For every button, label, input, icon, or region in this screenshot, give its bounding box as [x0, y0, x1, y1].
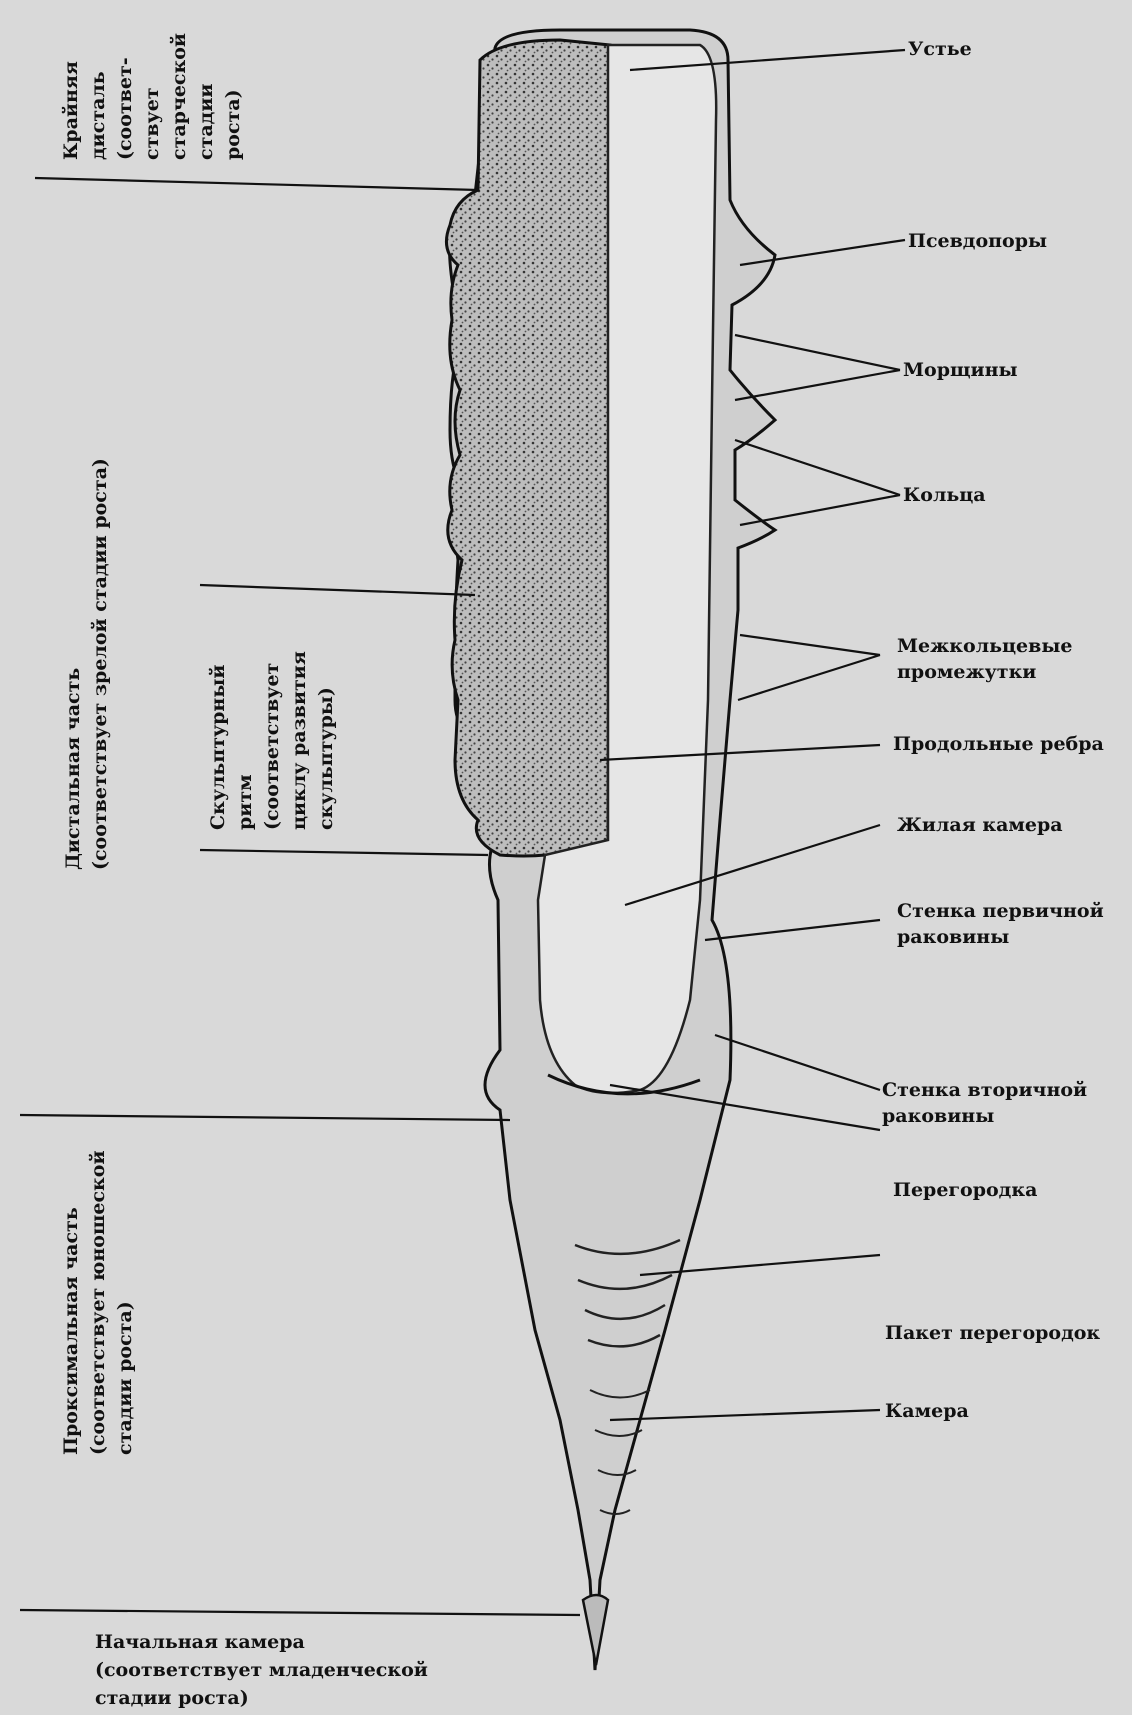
- label-zhilaya: Жилая камера: [897, 812, 1063, 838]
- krainyaya-line4: ствует: [139, 33, 166, 160]
- label-mezhkoltsevye-line1: Межкольцевые: [897, 633, 1072, 659]
- label-koltsa: Кольца: [903, 482, 986, 508]
- label-nachalnaya-kamera: Начальная камера (соответствует младенче…: [95, 1628, 428, 1712]
- krainyaya-line2: дисталь: [85, 33, 112, 160]
- label-stenka2-line2: раковины: [882, 1103, 1087, 1129]
- label-morshchiny: Морщины: [903, 357, 1018, 383]
- skulpt-line4: циклу развития: [286, 651, 313, 830]
- nachalnaya-line2: (соответствует младенческой: [95, 1656, 428, 1684]
- krainyaya-line7: роста): [220, 33, 247, 160]
- sculptured-wall: [446, 40, 610, 856]
- label-stenka1-line1: Стенка первичной: [897, 898, 1104, 924]
- krainyaya-line3: (соответ-: [112, 33, 139, 160]
- krainyaya-line5: старческой: [166, 33, 193, 160]
- initial-chamber: [583, 1595, 608, 1665]
- label-ustye: Устье: [908, 36, 972, 62]
- label-kamera: Камера: [885, 1398, 969, 1424]
- skulpt-line3: (соответствует: [259, 651, 286, 830]
- label-stenka2-line1: Стенка вторичной: [882, 1077, 1087, 1103]
- krainyaya-line6: стадии: [193, 33, 220, 160]
- skulpt-line1: Скульптурный: [205, 651, 232, 830]
- label-stenka-vtorichnoy: Стенка вторичной раковины: [882, 1077, 1087, 1129]
- distalnaya-line1: Дистальная часть: [60, 458, 87, 870]
- proksimalnaya-line1: Проксимальная часть: [58, 1150, 85, 1455]
- skulpt-line5: скульптуры): [313, 651, 340, 830]
- label-skulpturny-ritm: Скульптурный ритм (соответствует циклу р…: [205, 651, 340, 830]
- proksimalnaya-line2: (соответствует юношеской: [85, 1150, 112, 1455]
- label-mezhkoltsevye-line2: промежутки: [897, 659, 1072, 685]
- distalnaya-line2: (соответствует зрелой стадии роста): [87, 458, 114, 870]
- label-proksimalnaya-chast: Проксимальная часть (соответствует юноше…: [58, 1150, 139, 1455]
- nachalnaya-line1: Начальная камера: [95, 1628, 428, 1656]
- label-stenka-pervichnoy: Стенка первичной раковины: [897, 898, 1104, 950]
- nachalnaya-line3: стадии роста): [95, 1684, 428, 1712]
- label-peregorodka: Перегородка: [893, 1177, 1037, 1203]
- skulpt-line2: ритм: [232, 651, 259, 830]
- label-krainyaya-distal: Крайняя дисталь (соответ- ствует старчес…: [58, 33, 247, 160]
- label-distalnaya-chast: Дистальная часть (соответствует зрелой с…: [60, 458, 114, 870]
- label-stenka1-line2: раковины: [897, 924, 1104, 950]
- proksimalnaya-line3: стадии роста): [112, 1150, 139, 1455]
- label-mezhkoltsevye: Межкольцевые промежутки: [897, 633, 1072, 685]
- krainyaya-line1: Крайняя: [58, 33, 85, 160]
- label-prodolnye: Продольные ребра: [893, 731, 1104, 757]
- label-paket: Пакет перегородок: [885, 1320, 1100, 1346]
- label-pseudopory: Псевдопоры: [908, 228, 1047, 254]
